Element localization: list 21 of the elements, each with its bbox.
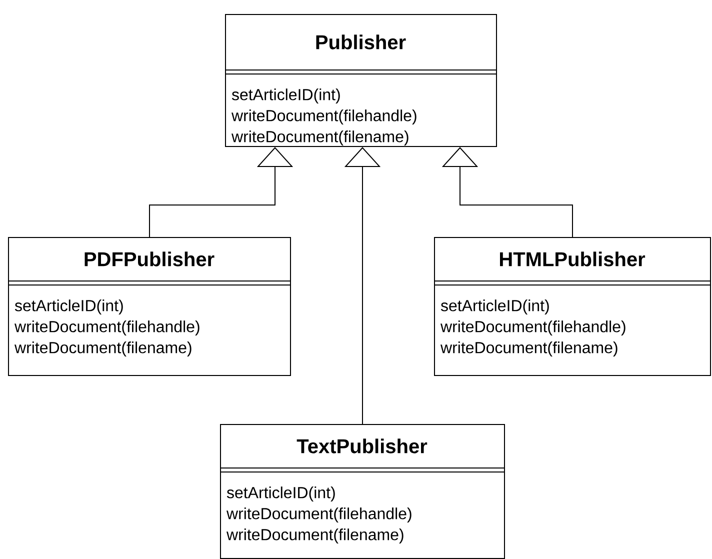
method-text: writeDocument(filename): [226, 528, 404, 544]
method-text: writeDocument(filename): [14, 342, 192, 356]
class-box: [434, 237, 711, 376]
method-text: setArticleID(int): [14, 300, 123, 314]
class-name: TextPublisher: [296, 438, 428, 454]
class-box: [224, 14, 497, 147]
method-text: writeDocument(filehandle): [226, 508, 412, 522]
class-box: [220, 424, 505, 559]
class-name: HTMLPublisher: [500, 252, 646, 266]
method-text: setArticleID(int): [440, 300, 549, 314]
class-name: Publisher: [316, 34, 406, 50]
inheritance-arrow: [442, 147, 573, 238]
method-text: writeDocument(filehandle): [14, 320, 200, 336]
class-box: [8, 237, 291, 376]
method-text: setArticleID(int): [226, 486, 335, 502]
method-text: writeDocument(filename): [232, 130, 408, 146]
method-text: writeDocument(filename): [440, 342, 618, 356]
method-text: writeDocument(filehandle): [440, 320, 626, 336]
method-text: setArticleID(int): [232, 88, 340, 104]
method-text: writeDocument(filehandle): [232, 110, 416, 124]
class-name: PDFPublisher: [84, 252, 214, 266]
